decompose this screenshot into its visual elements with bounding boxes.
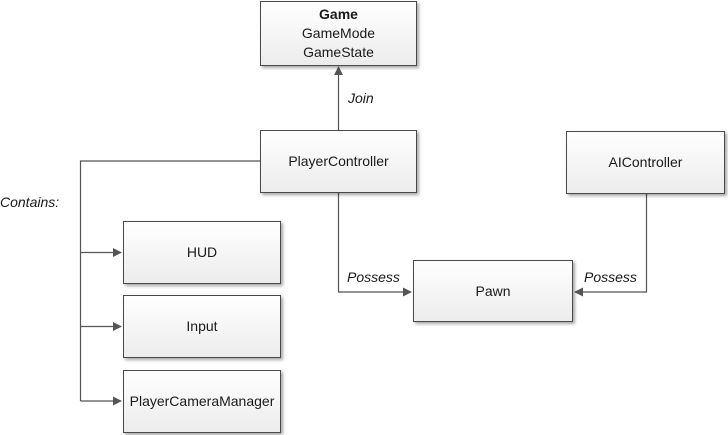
player-camera-manager-node: PlayerCameraManager (123, 370, 281, 433)
possess-ai-label: Possess (584, 269, 637, 285)
ai-controller-label: AIController (608, 154, 683, 170)
possess-ai-connector (574, 194, 648, 297)
pawn-label: Pawn (475, 282, 511, 299)
hud-node: HUD (123, 221, 281, 284)
contains-label: Contains: (0, 194, 60, 210)
pawn-node: Pawn (413, 260, 573, 322)
possess-player-connector (337, 193, 412, 297)
join-label: Join (348, 90, 374, 106)
game-node: Game GameMode GameState (260, 1, 417, 66)
contains-trunk-connector (79, 160, 260, 401)
input-node: Input (123, 295, 281, 358)
player-camera-manager-label: PlayerCameraManager (129, 393, 275, 409)
player-controller-label: PlayerController (288, 153, 389, 169)
ai-controller-node: AIController (566, 131, 725, 194)
game-title: Game (319, 6, 358, 22)
game-mode-label: GameMode (301, 25, 376, 41)
hud-label: HUD (186, 244, 218, 260)
input-label: Input (186, 318, 218, 334)
game-state-label: GameState (303, 44, 374, 60)
possess-player-label: Possess (347, 269, 400, 285)
player-controller-node: PlayerController (260, 130, 417, 193)
